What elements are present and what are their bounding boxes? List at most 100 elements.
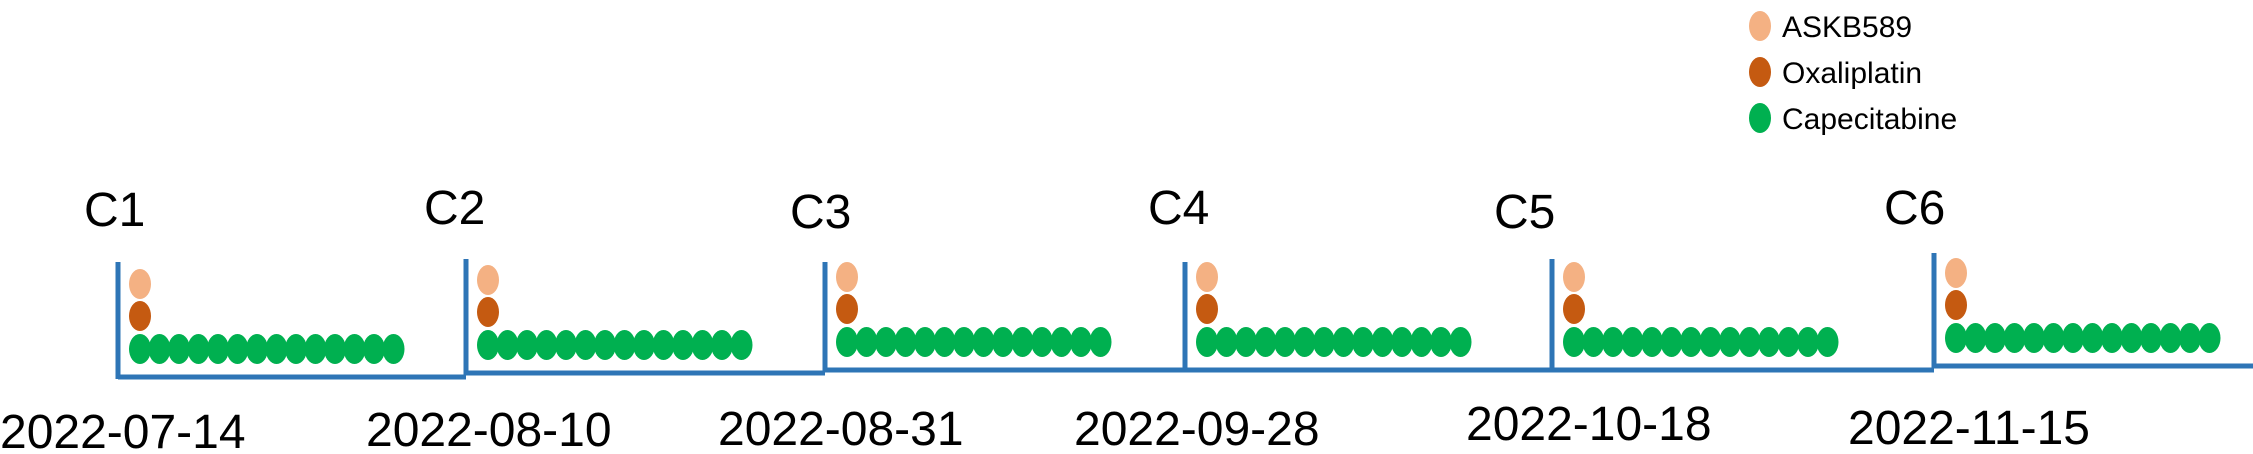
capecitabine-dose (1602, 327, 1624, 357)
capecitabine-dose (363, 334, 385, 364)
capecitabine-dose (875, 327, 897, 357)
oxaliplatin-dose (1196, 294, 1218, 324)
cycle-c6: C6 2022-11-15 (1848, 182, 2221, 454)
legend-label: ASKB589 (1782, 11, 1912, 44)
timeline-axis (118, 363, 2253, 380)
capecitabine-dose (836, 327, 858, 357)
capecitabine-dose (1352, 327, 1374, 357)
capecitabine-dose (933, 327, 956, 357)
capecitabine-dose (1050, 327, 1073, 357)
capecitabine-dose (1816, 327, 1839, 357)
capecitabine-dose (1621, 327, 1644, 357)
capecitabine-dose (382, 334, 405, 364)
askb589-dose (1196, 262, 1218, 292)
cycle-c1: C1 2022-07-14 (0, 184, 405, 454)
capecitabine-dose (972, 327, 995, 357)
legend-swatch (1749, 57, 1771, 87)
capecitabine-dose (477, 330, 499, 360)
capecitabine-dose (672, 330, 694, 360)
capecitabine-dose (1563, 327, 1585, 357)
capecitabine-dose (1641, 327, 1663, 357)
cycle-label: C6 (1884, 182, 1945, 235)
oxaliplatin-dose (129, 301, 151, 331)
capecitabine-dose (1274, 327, 1296, 357)
capecitabine-dose (730, 330, 753, 360)
capecitabine-dose (1758, 327, 1780, 357)
capecitabine-dose (1011, 327, 1034, 357)
capecitabine-dose (1332, 327, 1355, 357)
cycle-label: C3 (790, 186, 851, 239)
cycle-date: 2022-09-28 (1074, 403, 1320, 454)
capecitabine-dose (516, 330, 538, 360)
oxaliplatin-dose (1563, 294, 1585, 324)
capecitabine-dose (1215, 327, 1238, 357)
capecitabine-dose (304, 334, 327, 364)
cycle-date: 2022-08-10 (366, 404, 612, 454)
capecitabine-dose (1410, 327, 1433, 357)
capecitabine-dose (324, 334, 346, 364)
cycle-date: 2022-07-14 (0, 406, 246, 454)
askb589-dose (836, 262, 858, 292)
capecitabine-dose (1699, 327, 1722, 357)
capecitabine-dose (2003, 323, 2026, 353)
capecitabine-dose (992, 327, 1014, 357)
capecitabine-dose (2140, 323, 2162, 353)
capecitabine-dose (285, 334, 307, 364)
capecitabine-dose (187, 334, 210, 364)
capecitabine-dose (633, 330, 655, 360)
capecitabine-dose (1391, 327, 1413, 357)
capecitabine-dose (652, 330, 675, 360)
capecitabine-dose (1680, 327, 1702, 357)
capecitabine-dose (855, 327, 878, 357)
cycle-label: C1 (84, 184, 145, 237)
cycles: C1 2022-07-14 C22022-08-10C32022-08-31C420… (0, 182, 2221, 454)
askb589-dose (129, 269, 151, 299)
capecitabine-dose (2023, 323, 2045, 353)
capecitabine-dose (2159, 323, 2182, 353)
capecitabine-dose (953, 327, 975, 357)
capecitabine-dose (711, 330, 733, 360)
askb589-dose (477, 265, 499, 295)
capecitabine-dose (1031, 327, 1053, 357)
legend-swatch (1749, 11, 1771, 41)
capecitabine-dose (2081, 323, 2104, 353)
capecitabine-dose (129, 334, 151, 364)
capecitabine-dose (1964, 323, 1987, 353)
capecitabine-dose (2101, 323, 2123, 353)
capecitabine-dose (1738, 327, 1761, 357)
capecitabine-dose (2179, 323, 2201, 353)
capecitabine-dose (1945, 323, 1967, 353)
capecitabine-dose (914, 327, 936, 357)
capecitabine-dose (594, 330, 616, 360)
capecitabine-dose (1449, 327, 1472, 357)
capecitabine-dose (2120, 323, 2143, 353)
capecitabine-dose (1582, 327, 1605, 357)
capecitabine-dose (691, 330, 714, 360)
capecitabine-dose (496, 330, 519, 360)
capecitabine-dose (1089, 327, 1112, 357)
cycle-date: 2022-10-18 (1466, 398, 1712, 451)
capecitabine-dose (555, 330, 577, 360)
capecitabine-dose (1430, 327, 1452, 357)
legend-swatch (1749, 103, 1771, 133)
askb589-dose (1945, 258, 1967, 288)
capecitabine-dose (1293, 327, 1316, 357)
capecitabine-dose (535, 330, 558, 360)
oxaliplatin-dose (1945, 290, 1967, 320)
capecitabine-dose (343, 334, 366, 364)
capecitabine-dose (168, 334, 190, 364)
askb589-dose (1563, 262, 1585, 292)
capecitabine-dose (1984, 323, 2006, 353)
capecitabine-dose (207, 334, 229, 364)
capecitabine-dose (1070, 327, 1092, 357)
cycle-date: 2022-11-15 (1848, 402, 2090, 454)
capecitabine-dose (1313, 327, 1335, 357)
capecitabine-dose (1371, 327, 1394, 357)
capecitabine-dose (148, 334, 171, 364)
cycle-label: C5 (1494, 186, 1555, 239)
